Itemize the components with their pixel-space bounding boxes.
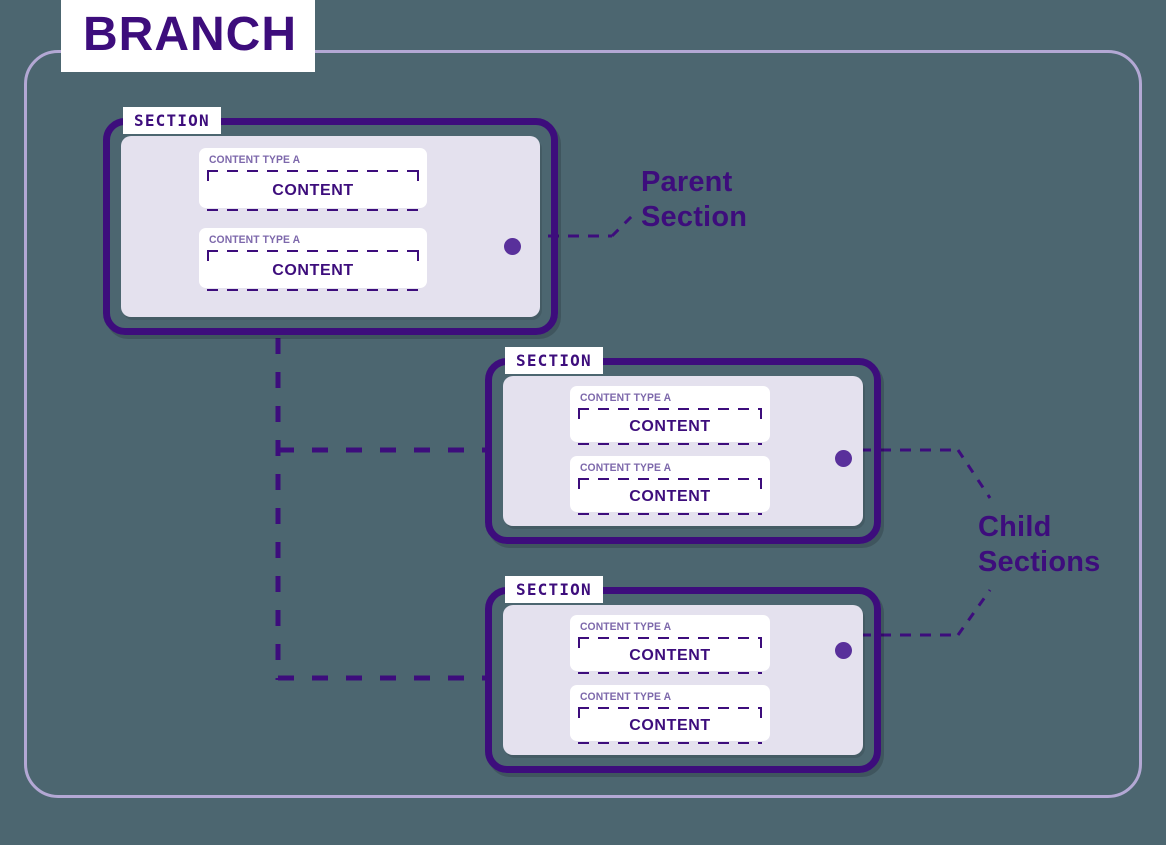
content-type-label: CONTENT TYPE A <box>580 621 672 633</box>
dash-edge-bottom <box>578 742 762 744</box>
content-label: CONTENT <box>629 417 711 435</box>
dash-edge-left <box>578 637 580 674</box>
section-parent-label: SECTION <box>123 107 221 134</box>
dash-edge-bottom <box>578 443 762 445</box>
content-dashed-frame: CONTENT <box>578 478 762 515</box>
dash-edge-right <box>760 478 762 515</box>
dash-edge-bottom <box>207 289 419 291</box>
content-label: CONTENT <box>272 181 354 199</box>
section-parent-connector-dot <box>504 238 521 255</box>
dash-edge-top <box>578 707 762 709</box>
section-parent-panel: CONTENT TYPE A CONTENT CONTENT TYPE A CO… <box>121 136 540 317</box>
content-block[interactable]: CONTENT TYPE A CONTENT <box>570 386 770 445</box>
section-child-2-label: SECTION <box>505 576 603 603</box>
content-type-label: CONTENT TYPE A <box>580 392 672 404</box>
content-label: CONTENT <box>272 261 354 279</box>
content-block[interactable]: CONTENT TYPE A CONTENT <box>570 685 770 744</box>
section-child-2[interactable]: CONTENT TYPE A CONTENT CONTENT TYPE A CO… <box>485 576 881 773</box>
dash-edge-left <box>578 408 580 445</box>
dash-edge-left <box>207 170 209 211</box>
dash-edge-bottom <box>578 672 762 674</box>
branch-frame <box>24 50 1142 798</box>
dash-edge-right <box>760 637 762 674</box>
content-label: CONTENT <box>629 716 711 734</box>
dash-edge-top <box>207 250 419 252</box>
content-block[interactable]: CONTENT TYPE A CONTENT <box>570 456 770 515</box>
content-label: CONTENT <box>629 646 711 664</box>
content-dashed-frame: CONTENT <box>207 170 419 211</box>
section-child-1-label: SECTION <box>505 347 603 374</box>
content-type-label: CONTENT TYPE A <box>209 154 301 166</box>
section-parent[interactable]: CONTENT TYPE A CONTENT CONTENT TYPE A CO… <box>103 107 558 335</box>
section-child-2-connector-dot <box>835 642 852 659</box>
dash-edge-left <box>578 478 580 515</box>
section-child-1[interactable]: CONTENT TYPE A CONTENT CONTENT TYPE A CO… <box>485 347 881 544</box>
content-type-label: CONTENT TYPE A <box>209 234 301 246</box>
dash-edge-right <box>760 707 762 744</box>
content-dashed-frame: CONTENT <box>578 707 762 744</box>
dash-edge-top <box>578 408 762 410</box>
content-block[interactable]: CONTENT TYPE A CONTENT <box>570 615 770 674</box>
dash-edge-right <box>417 170 419 211</box>
content-type-label: CONTENT TYPE A <box>580 462 672 474</box>
dash-edge-left <box>578 707 580 744</box>
dash-edge-top <box>578 637 762 639</box>
section-child-2-panel: CONTENT TYPE A CONTENT CONTENT TYPE A CO… <box>503 605 863 755</box>
section-child-1-panel: CONTENT TYPE A CONTENT CONTENT TYPE A CO… <box>503 376 863 526</box>
content-dashed-frame: CONTENT <box>578 637 762 674</box>
callout-child-sections: Child Sections <box>978 511 1101 578</box>
dash-edge-left <box>207 250 209 291</box>
dash-edge-bottom <box>578 513 762 515</box>
callout-parent-section: Parent Section <box>641 166 748 233</box>
content-type-label: CONTENT TYPE A <box>580 691 672 703</box>
dash-edge-bottom <box>207 209 419 211</box>
dash-edge-right <box>760 408 762 445</box>
section-child-1-connector-dot <box>835 450 852 467</box>
branch-title: BRANCH <box>61 0 315 72</box>
content-dashed-frame: CONTENT <box>578 408 762 445</box>
content-label: CONTENT <box>629 487 711 505</box>
dash-edge-top <box>578 478 762 480</box>
dash-edge-right <box>417 250 419 291</box>
content-block[interactable]: CONTENT TYPE A CONTENT <box>199 228 427 291</box>
dash-edge-top <box>207 170 419 172</box>
content-block[interactable]: CONTENT TYPE A CONTENT <box>199 148 427 211</box>
content-dashed-frame: CONTENT <box>207 250 419 291</box>
